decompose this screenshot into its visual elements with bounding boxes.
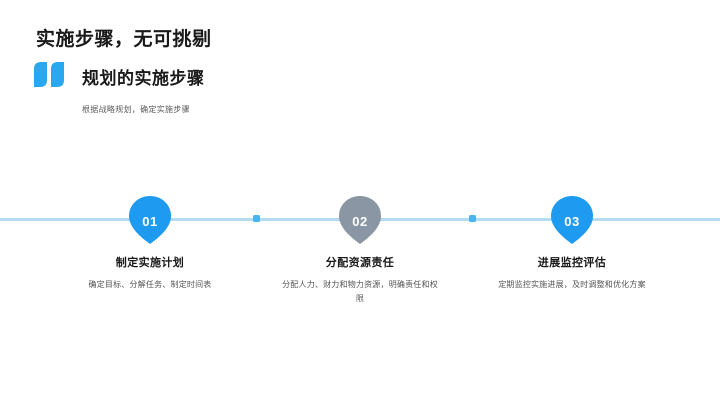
step-number: 03: [564, 213, 580, 229]
step-description: 分配人力、财力和物力资源，明确责任和权限: [282, 280, 438, 303]
step-marker-01-icon: 01: [129, 196, 171, 244]
step-number: 02: [352, 213, 368, 229]
section-heading: 规划的实施步骤: [82, 69, 205, 88]
page-title: 实施步骤，无可挑剔: [36, 29, 212, 50]
timeline-dot: [469, 215, 476, 222]
step-number: 01: [142, 213, 158, 229]
step-marker-03-icon: 03: [551, 196, 593, 244]
section-caption: 根据战略规划，确定实施步骤: [82, 105, 190, 114]
step-title: 分配资源责任: [325, 257, 395, 269]
step-title: 制定实施计划: [115, 257, 185, 269]
timeline-dot: [253, 215, 260, 222]
step-title: 进展监控评估: [537, 257, 607, 269]
step-marker-02-icon: 02: [339, 196, 381, 244]
step-description: 定期监控实施进展，及时调整和优化方案: [498, 280, 646, 289]
timeline: 01 制定实施计划 确定目标、分解任务、制定时间表 02 分配资源责任 分配人力…: [0, 180, 720, 340]
slide-header: 实施步骤，无可挑剔 规划的实施步骤 根据战略规划，确定实施步骤: [0, 0, 720, 140]
quote-mark-icon: [34, 62, 66, 88]
step-description: 确定目标、分解任务、制定时间表: [88, 280, 212, 289]
